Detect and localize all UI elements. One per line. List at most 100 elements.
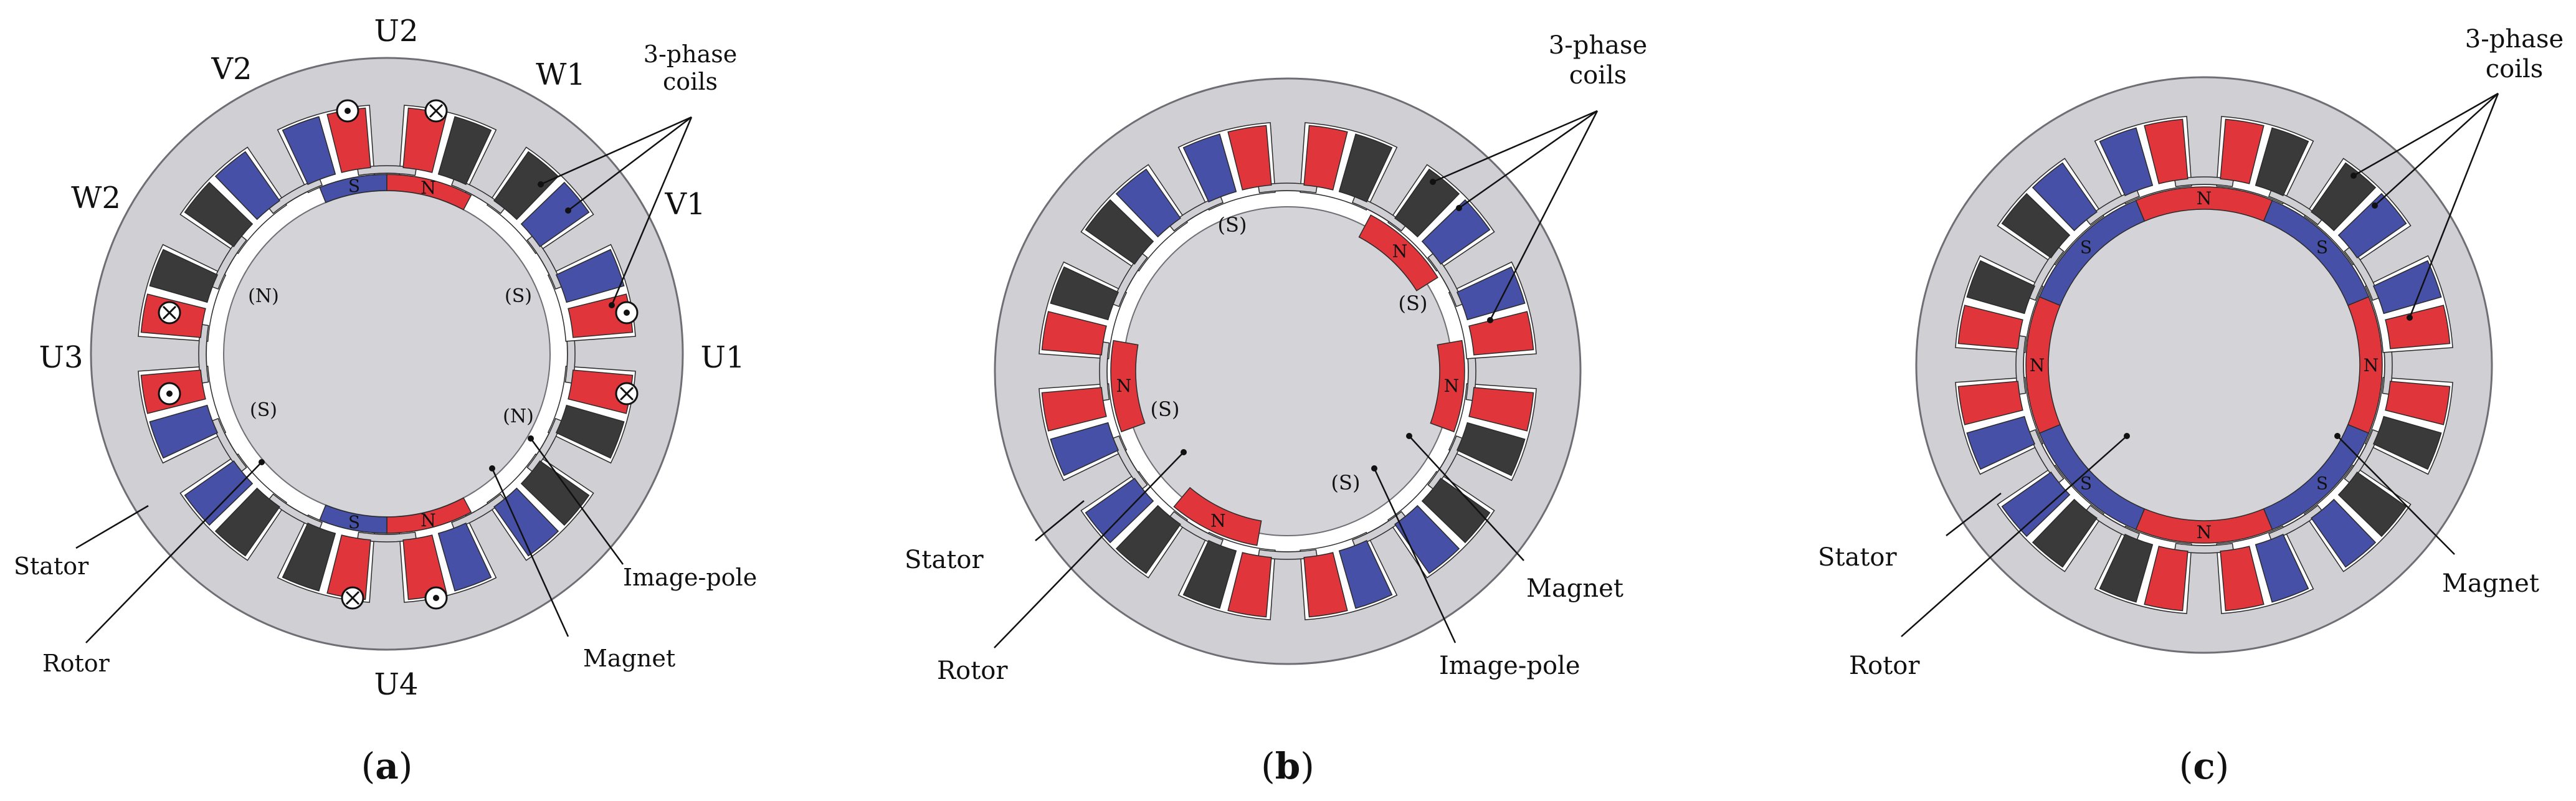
panel-a-magnet-leader-dot <box>489 465 495 472</box>
panel-b-stator-leader <box>1035 500 1085 541</box>
panel-a-stator-leader <box>75 505 149 549</box>
panel-c-magnet-leader-dot <box>2334 433 2341 439</box>
panel-b-image-pole-1: (S) <box>1218 213 1247 237</box>
coil-side <box>555 249 625 303</box>
stator-tooth-tip <box>450 178 506 214</box>
magnet-letter: S <box>2316 473 2328 494</box>
stator-tooth-tip <box>1168 511 1224 547</box>
panel-c-rotor-leader <box>1901 435 2127 637</box>
panel-a-rotor-leader-dot <box>259 459 265 465</box>
panel-a-image-pole-3: (S) <box>505 285 532 307</box>
coil-side <box>2001 192 2071 258</box>
stator-tooth-tip <box>2344 429 2380 485</box>
coil-side <box>1421 199 1491 265</box>
panel-b-image-pole-3: (S) <box>1151 397 1180 421</box>
panel-a-caption: (a) <box>361 745 413 787</box>
panel-a-magnet-label: Magnet <box>583 645 675 672</box>
coil-side <box>149 404 219 459</box>
stator-tooth-tip <box>1168 195 1224 232</box>
coil-side <box>2337 472 2407 538</box>
panel-a-rotor-label: Rotor <box>42 650 110 677</box>
coil-side <box>1456 266 1526 321</box>
magnet-letter: N <box>2197 188 2212 209</box>
stator-tooth-tip <box>1351 195 1407 232</box>
magnet-letter: N <box>1116 376 1132 396</box>
coil-side <box>2032 498 2098 568</box>
panel-c-coils-leader-dot-3 <box>2407 315 2413 321</box>
stator-tooth-tip <box>267 178 323 214</box>
panel-c-coils-leader-dot-1 <box>2350 173 2357 179</box>
magnet-s <box>2038 199 2146 306</box>
coil-side <box>1085 199 1154 265</box>
stator-tooth-tip <box>1427 252 1464 308</box>
coil-side <box>2372 260 2442 315</box>
coil-side <box>437 116 492 186</box>
panel-a-coils <box>140 107 634 600</box>
coil-side <box>282 116 336 186</box>
coil-side <box>2255 127 2309 197</box>
panel-c-coils-leader-dot-2 <box>2372 202 2378 209</box>
magnet-n <box>1173 486 1262 546</box>
panel-a-phase-u1: U1 <box>701 340 745 375</box>
coil-side <box>2001 472 2071 538</box>
stator-tooth-tip <box>1111 435 1148 491</box>
panel-a-coils-leader-2 <box>568 116 692 211</box>
magnet-letter: N <box>421 178 436 198</box>
coil-side <box>1085 478 1154 544</box>
stator-tooth-tip <box>211 234 247 290</box>
panel-b-image-pole-labels: (S) (S) (S) (S) <box>1151 213 1428 495</box>
coil-side <box>2255 533 2309 603</box>
coil-side <box>2311 162 2377 232</box>
stator-tooth-tip <box>526 417 563 473</box>
magnet-letter: N <box>2364 355 2379 376</box>
coil-side <box>1050 422 1119 476</box>
stator-tooth-tip <box>1257 182 1318 194</box>
magnet-letter: N <box>1392 241 1408 262</box>
coil-side <box>1115 168 1181 238</box>
stator-tooth-tip <box>1257 549 1318 560</box>
panel-a-coils-leader-dot-2 <box>565 207 571 214</box>
panel-a-image-pole-1: (N) <box>248 285 279 307</box>
coil-side <box>1227 552 1272 618</box>
coil-side <box>2220 546 2265 612</box>
magnet-letter: S <box>2080 237 2092 257</box>
coil-side <box>402 107 447 173</box>
stator-tooth-tip <box>2084 189 2141 225</box>
panel-a-phase-w1: W1 <box>536 57 586 92</box>
panel-a-phase-w2: W2 <box>71 181 121 216</box>
coil-side <box>1966 260 2036 315</box>
stator-tooth-tip <box>356 165 417 176</box>
panel-c-magnet-label: Magnet <box>2442 569 2539 598</box>
stator-tooth-tip <box>2344 245 2380 301</box>
coil-side <box>1468 311 1534 356</box>
coil-side <box>1303 125 1348 191</box>
panel-b-coils-leader-dot-3 <box>1487 317 1493 323</box>
coil-side <box>1115 505 1181 574</box>
coil-side <box>1394 168 1460 238</box>
coil-side <box>2144 546 2189 612</box>
coil-side <box>2311 498 2377 568</box>
coil-side <box>2385 381 2451 425</box>
panel-a-image-pole-labels: (N) (S) (S) (N) <box>248 285 534 427</box>
coil-side <box>2220 118 2265 184</box>
panel-b-rotor-leader <box>994 452 1184 648</box>
panel-b-stator-label: Stator <box>905 546 984 574</box>
panel-a-phase-u4: U4 <box>374 667 419 702</box>
stator-tooth-tip <box>2015 334 2027 396</box>
coil-side <box>1050 266 1119 321</box>
magnet-letter: N <box>2030 355 2045 376</box>
panel-b-magnet-leader-dot <box>1406 433 1412 439</box>
coil-side <box>184 181 254 247</box>
coil-side <box>1182 133 1237 203</box>
panel-b-coils-leader-1 <box>1432 110 1598 183</box>
magnet-letter: N <box>1210 510 1226 531</box>
panel-b-image-pole-label: Image-pole <box>1439 652 1580 680</box>
coil-side <box>2032 162 2098 232</box>
